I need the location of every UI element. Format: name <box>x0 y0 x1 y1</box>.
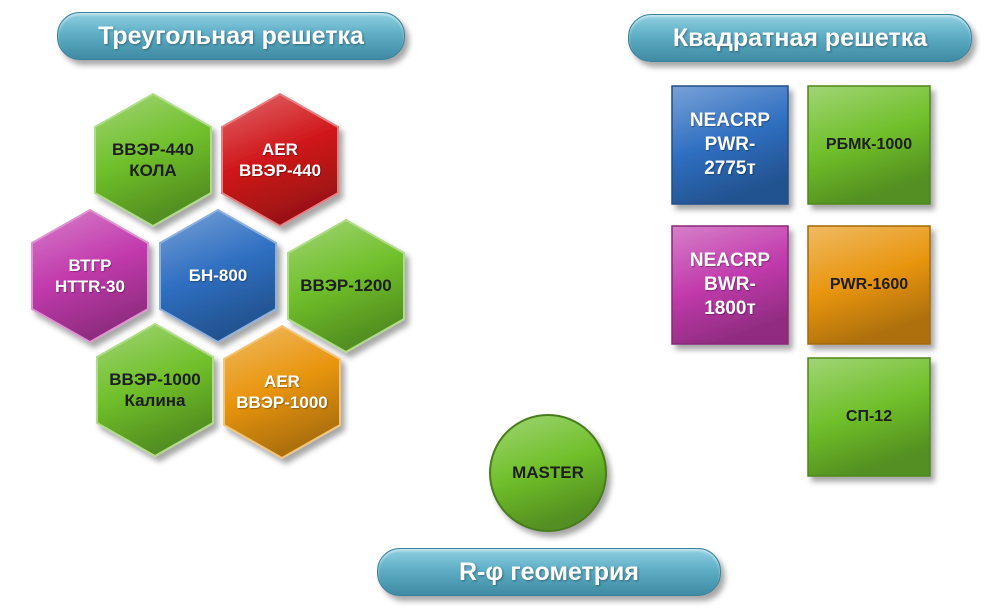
square-lattice-title: Квадратная решетка <box>628 14 972 62</box>
square-cell-sp12-label: СП-12 <box>808 358 930 476</box>
square-cell-neacrp-bwr1800 <box>671 225 789 345</box>
hex-cell-aer-vver1000-label-line: AER <box>264 371 300 391</box>
hex-cell-vver440-kola-label-line: ВВЭР-440 <box>111 139 194 159</box>
r-phi-geometry-title: R-φ геометрия <box>377 548 721 596</box>
square-cell-neacrp-pwr2775 <box>671 85 789 205</box>
hex-cell-vver440-kola-label-line: КОЛА <box>129 161 177 180</box>
hex-cell-aer-vver1000 <box>223 324 341 460</box>
hex-cell-vtgr-httr30 <box>31 208 149 344</box>
hex-cell-vver1200-label: ВВЭР-1200 <box>288 253 404 319</box>
master-label: MASTER <box>490 415 606 531</box>
hex-cell-vver1000-kalina <box>96 322 214 458</box>
square-cell-sp12-label-line: СП-12 <box>845 408 893 425</box>
square-cell-neacrp-pwr2775-label-line: PWR- <box>704 134 756 156</box>
square-cell-neacrp-bwr1800-label-line: BWR- <box>704 274 756 296</box>
square-cell-neacrp-bwr1800-label-line: 1800т <box>704 297 756 319</box>
square-cell-neacrp-pwr2775-label-line: 2775т <box>704 157 756 179</box>
square-cell-rbmk1000-label-line: РБМК-1000 <box>825 136 913 153</box>
triangular-lattice-title: Треугольная решетка <box>57 12 405 60</box>
hex-cell-vtgr-httr30-label-line: ВТГР <box>68 255 112 275</box>
square-cell-neacrp-bwr1800-label-line: NEACRP <box>689 250 771 272</box>
hex-cell-vver1200 <box>287 218 405 354</box>
master-label-line: MASTER <box>512 463 584 483</box>
hex-cell-aer-vver440-label: AER ВВЭР-440 <box>222 127 338 193</box>
square-cell-pwr1600-label-line: PWR-1600 <box>829 276 909 293</box>
square-cell-rbmk1000-label: РБМК-1000 <box>808 86 930 204</box>
hex-cell-vver1000-kalina-label-line: ВВЭР-1000 <box>109 369 201 389</box>
hex-cell-aer-vver1000-label-line: ВВЭР-1000 <box>236 393 328 412</box>
hex-cell-aer-vver440-label-line: ВВЭР-440 <box>238 161 321 180</box>
square-cell-rbmk1000 <box>807 85 931 205</box>
square-cell-neacrp-pwr2775-label-line: NEACRP <box>689 110 771 132</box>
hex-cell-bn800-label: БН-800 <box>160 243 276 309</box>
square-cell-pwr1600 <box>807 225 931 345</box>
square-cell-pwr1600-label: PWR-1600 <box>808 226 930 344</box>
hex-cell-bn800-label-line: БН-800 <box>188 266 248 286</box>
hex-cell-bn800 <box>159 208 277 344</box>
hex-cell-vver1000-kalina-label-line: Калина <box>124 391 186 410</box>
hex-cell-aer-vver1000-label: AER ВВЭР-1000 <box>224 359 340 425</box>
square-cell-sp12 <box>807 357 931 477</box>
master-circle <box>489 414 607 532</box>
hex-cell-aer-vver440 <box>221 92 339 228</box>
hex-cell-vver440-kola <box>94 92 212 228</box>
hex-cell-vtgr-httr30-label-line: HTTR-30 <box>55 277 125 296</box>
hex-cell-vtgr-httr30-label: ВТГР HTTR-30 <box>32 243 148 309</box>
hex-cell-vver1200-label-line: ВВЭР-1200 <box>300 276 392 296</box>
hex-cell-aer-vver440-label-line: AER <box>262 139 298 159</box>
